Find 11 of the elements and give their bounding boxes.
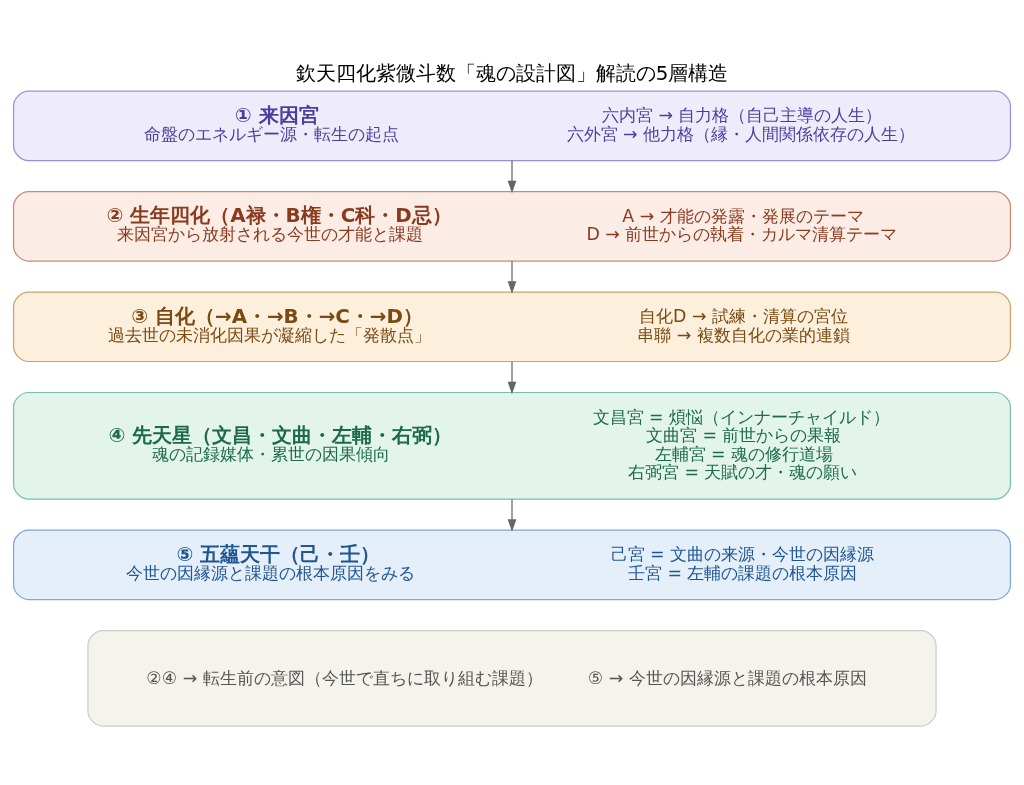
node-box: ⑤ 五蘊天干（己・壬） 今世の因縁源と課題の根本原因をみる 己宮 = 文曲の来源・今世の因縁源 壬宮 = 左輔の課題の根本原因 xyxy=(12,529,1012,601)
diagram-title: 欽天四化紫微斗数「魂の設計図」解読の5層構造 xyxy=(295,61,729,85)
node-box: ③ 自化（→A・→B・→C・→D） 過去世の未消化因果が凝縮した「発散点」 自化D → 試練・清算の宮位 串聯 → 複数自化の業的連鎖 xyxy=(12,291,1012,363)
node-box: ④ 先天星（文昌・文曲・左輔・右弼） 魂の記録媒体・累世の因果傾向 文昌宮 = 煩悩（インナーチャイルド） 文曲宮 = 前世からの果報 左輔宮 = 魂の修行道場 右弼宮 = 天賦の才・魂の願い xyxy=(12,391,1012,500)
node-box: ① 来因宮 命盤のエネルギー源・転生の起点 六内宮 → 自力格（自己主導の人生） 六外宮 → 他力格（縁・人間関係依存の人生） xyxy=(12,90,1012,162)
arrow xyxy=(507,260,517,294)
node-box: ②④ → 転生前の意図（今世で直ちに取り組む課題） ⑤ → 今世の因縁源と課題の根本原因 xyxy=(87,629,937,727)
arrow xyxy=(507,498,517,532)
node-box: ② 生年四化（A禄・B権・C科・D忌） 来因宮から放射される今世の才能と課題 A → 才能の発露・発展のテーマ D → 前世からの執着・カルマ清算テーマ xyxy=(12,191,1012,262)
arrow xyxy=(507,361,517,395)
arrow xyxy=(507,160,517,194)
